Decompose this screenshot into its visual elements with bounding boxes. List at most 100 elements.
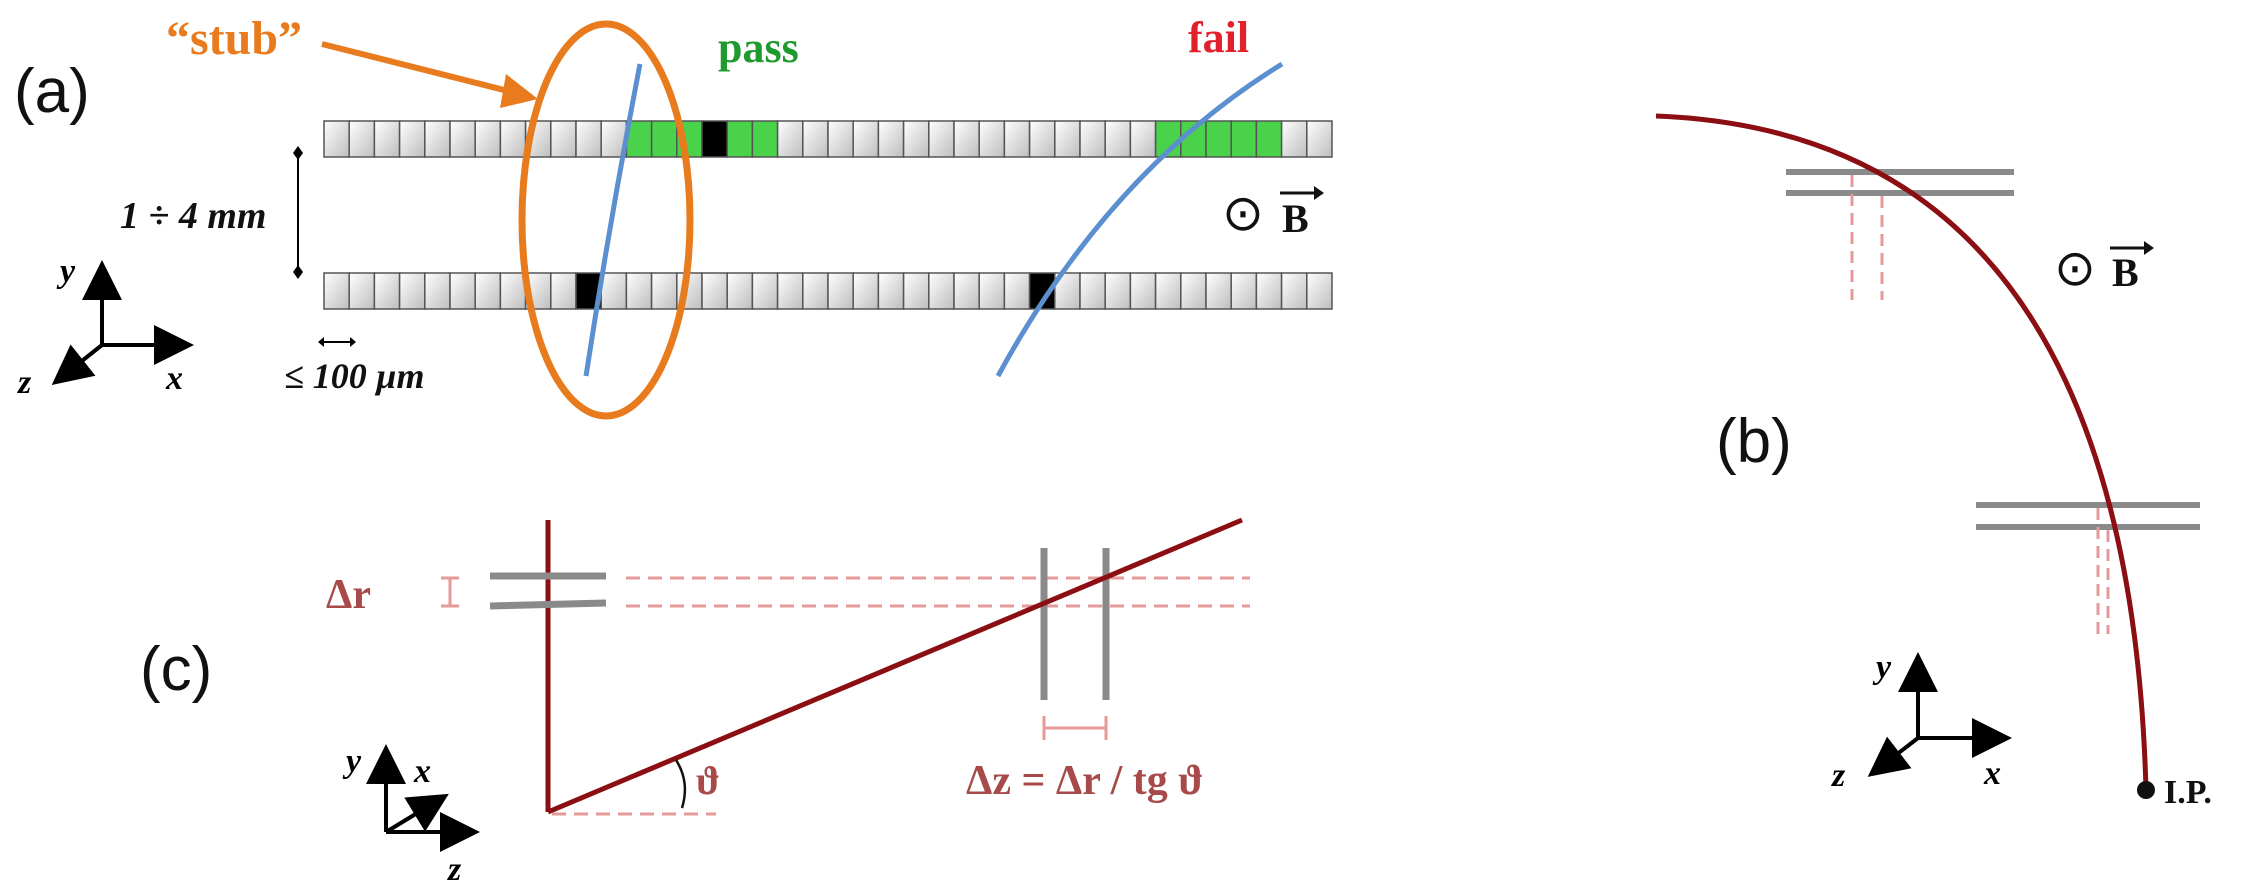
- strip-pixel: [802, 272, 829, 310]
- strip-pixel: [1306, 120, 1333, 158]
- strip-pixel: [474, 120, 502, 158]
- strip-pixel: [1154, 272, 1182, 310]
- axes-a: y x z: [17, 253, 194, 401]
- strip-pixel: [877, 272, 905, 310]
- theta-label: ϑ: [696, 758, 720, 803]
- panel-b-label: (b): [1716, 407, 1792, 476]
- strip-pixel: [1104, 120, 1132, 158]
- pass-label: pass: [718, 23, 799, 72]
- fail-track: [995, 61, 1284, 378]
- panel-a-label: (a): [14, 57, 90, 126]
- strip-pixel: [449, 120, 476, 158]
- dr-bracket: [441, 576, 459, 608]
- axis-c-z-label: z: [447, 851, 462, 888]
- strip-pixel: [575, 120, 602, 158]
- strip-pixel: [1230, 272, 1258, 310]
- strip-pixel: [1079, 120, 1106, 158]
- strip-pixel: [398, 272, 426, 310]
- strip-pixel: [1230, 120, 1258, 158]
- inclined-track: [547, 517, 1243, 815]
- stub-ellipse: [518, 20, 694, 420]
- strip-pixel: [373, 272, 401, 310]
- strip-pixel: [650, 120, 678, 158]
- strip-pixel: [928, 272, 955, 310]
- sensor-pair-upper: [1786, 169, 2014, 196]
- strip-pixel: [751, 272, 779, 310]
- strip-pixel: [424, 272, 451, 310]
- spacing-label: 1 ÷ 4 mm: [120, 195, 266, 237]
- axes-c: y x z: [342, 743, 480, 888]
- axis-a-z-label: z: [17, 364, 32, 401]
- strip-pixel: [650, 272, 678, 310]
- spacing-dimension-bottom-tick: [293, 265, 303, 279]
- strip-pixel: [928, 120, 955, 158]
- sensor-pair-right: [1040, 548, 1110, 700]
- strip-pixel: [1180, 272, 1207, 310]
- strip-pixel: [550, 272, 577, 310]
- dz-label: Δz = Δr / tg ϑ: [966, 758, 1203, 804]
- sensor-pair-left: [489, 572, 607, 610]
- stub-arrow: [321, 41, 521, 97]
- axis-c-x-label: x: [413, 753, 431, 790]
- strip-pixel: [877, 120, 905, 158]
- pitch-label: ≤ 100 µm: [284, 356, 425, 396]
- strip-pixel: [1028, 120, 1056, 158]
- curved-track: [1655, 113, 2149, 791]
- strip-pixel: [776, 120, 804, 158]
- strip-pixel: [902, 120, 930, 158]
- projection-dashes-lower: [2096, 508, 2110, 634]
- field-letter-b: B: [2112, 250, 2139, 295]
- strip-pixel: [953, 272, 980, 310]
- strip-pixel: [1306, 272, 1333, 310]
- strip-pixel: [600, 272, 628, 310]
- spacing-dimension-top-tick: [293, 146, 303, 160]
- panel-c: (c) Δr ϑ: [140, 517, 1250, 888]
- strip-pixel: [852, 272, 880, 310]
- strip-pixel: [776, 272, 804, 310]
- stub-label: “stub”: [166, 12, 302, 65]
- panel-c-label: (c): [140, 635, 212, 704]
- pitch-dimension-left-tick: [318, 337, 324, 347]
- strip-pixel: [398, 120, 426, 158]
- ip-label: I.P.: [2164, 774, 2212, 811]
- dr-label: Δr: [326, 572, 371, 618]
- strip-pixel: [424, 120, 451, 158]
- pitch-dimension-right-tick: [350, 337, 356, 347]
- pass-track: [583, 63, 643, 377]
- strip-pixel: [953, 120, 980, 158]
- strip-pixel: [373, 120, 401, 158]
- projection-dashes-upper: [1850, 175, 1884, 300]
- strip-pixel: [499, 120, 527, 158]
- strip-pixel: [1054, 120, 1081, 158]
- strip-pixel: [827, 272, 854, 310]
- field-symbol-b: ⊙: [2054, 240, 2096, 296]
- sensor-pair-lower: [1976, 502, 2200, 530]
- strip-pixel: [1003, 272, 1031, 310]
- strip-pixel: [1104, 272, 1132, 310]
- strip-pixel: [852, 120, 880, 158]
- axis-c-y-label: y: [342, 743, 362, 780]
- ip-point: [2137, 781, 2155, 799]
- strip-pixel: [802, 120, 829, 158]
- strip-pixel: [701, 120, 728, 158]
- strip-pixel: [902, 272, 930, 310]
- strip-pixel: [323, 120, 350, 158]
- axes-b: y x z: [1831, 649, 2012, 794]
- strip-pixel: [978, 120, 1006, 158]
- strip-pixel: [1255, 272, 1283, 310]
- strip-pixel: [726, 272, 754, 310]
- theta-arc: [674, 759, 687, 809]
- axis-b-z-label: z: [1831, 757, 1846, 794]
- axis-b-y-label: y: [1872, 649, 1892, 686]
- strip-pixel: [625, 272, 653, 310]
- dz-bracket: [1042, 716, 1108, 740]
- strip-pixel: [474, 272, 502, 310]
- strip-pixel: [348, 272, 376, 310]
- strip-pixel: [1003, 120, 1031, 158]
- strip-pixel: [499, 272, 527, 310]
- strip-pixel: [1205, 120, 1232, 158]
- strip-pixel: [1205, 272, 1232, 310]
- panel-a: (a) “stub” pass fail 1 ÷ 4 mm ≤ 100 µm ⊙…: [14, 12, 1333, 420]
- axis-a-x-label: x: [165, 360, 183, 397]
